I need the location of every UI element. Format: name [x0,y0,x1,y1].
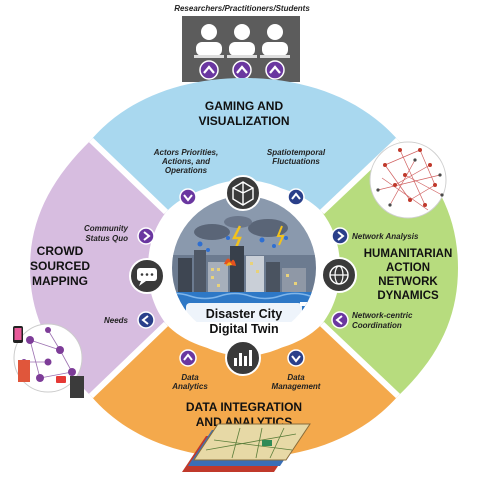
humanitarian-label-bottom-1: Network-centric [352,311,413,320]
chevron-left-icon[interactable] [137,311,155,329]
person-icon [260,24,290,58]
chevron-badge[interactable] [265,60,285,80]
chevron-up-icon[interactable] [179,349,197,367]
humanitarian-title-line1: HUMANITARIAN [364,248,453,260]
gaming-title-line1: GAMING AND [205,99,284,113]
humanitarian-title-line3: NETWORK [378,276,438,288]
chevron-up-icon[interactable] [287,188,305,206]
humanitarian-label-bottom-2: Coordination [352,321,402,330]
gaming-title-line2: VISUALIZATION [198,114,289,128]
data-label-right-1: Data [287,373,305,382]
network-globe-icon [321,257,357,293]
chevron-down-icon[interactable] [287,349,305,367]
crowd-label-bottom: Needs [104,316,129,325]
gaming-label-right-2: Fluctuations [272,157,320,166]
gaming-label-left-3: Operations [165,166,208,175]
map-layers-image [182,423,311,472]
crowd-label-top-2: Status Quo [85,234,128,243]
humanitarian-title-line4: DYNAMICS [377,290,439,302]
gaming-label-left-1: Actors Priorities, [153,148,218,157]
center-title-line1: Disaster City [206,307,282,321]
crowd-label-top-1: Community [84,224,129,233]
crowd-title-line2: SOURCED [30,259,90,273]
crowd-network-image [13,323,83,393]
gaming-label-right-1: Spatiotemporal [267,148,326,157]
humanitarian-label-top: Network Analysis [352,232,419,241]
chevron-left-icon[interactable] [331,311,349,329]
chat-bubble-icon [129,258,165,294]
gaming-label-left-2: Actions, and [161,157,211,166]
data-label-left-2: Analytics [171,382,208,391]
phone-hand-image [13,326,84,398]
data-label-right-2: Management [272,382,321,391]
bar-chart-icon [225,340,261,376]
network-graph-image [369,141,447,219]
center-title-line2: Digital Twin [209,322,278,336]
segment-data [91,324,398,458]
chevron-right-icon[interactable] [137,227,155,245]
person-icon [194,24,224,58]
researchers-panel: Researchers/Practitioners/Students [174,4,310,82]
chevron-badge[interactable] [232,60,252,80]
cube-visualization-icon [225,175,261,211]
chevron-right-icon[interactable] [331,227,349,245]
crowd-title-line1: CROWD [37,244,84,258]
data-label-left-1: Data [181,373,199,382]
crowd-title-line3: MAPPING [32,274,88,288]
humanitarian-title-line2: ACTION [386,262,430,274]
top-label: Researchers/Practitioners/Students [174,4,310,13]
center-title-band [186,303,302,337]
data-title-line1: DATA INTEGRATION [186,400,302,414]
segment-gaming [91,78,398,212]
person-icon [227,24,257,58]
chevron-down-icon[interactable] [179,188,197,206]
chevron-badge[interactable] [199,60,219,80]
